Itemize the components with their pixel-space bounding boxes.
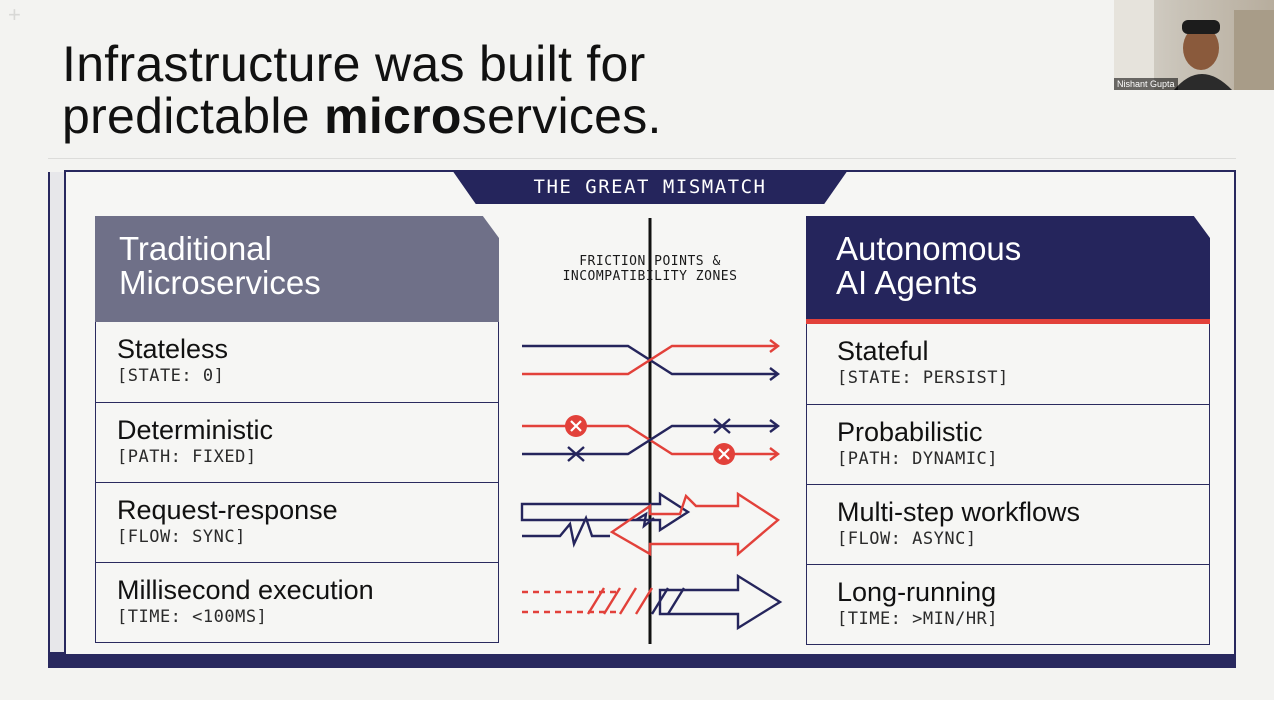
row-code: [FLOW: SYNC]: [117, 527, 246, 547]
time-arrows: [522, 573, 783, 631]
banner-label: THE GREAT MISMATCH: [533, 176, 767, 198]
row-code: [FLOW: ASYNC]: [837, 529, 977, 549]
ai-agents-heading-line2: AI Agents: [836, 264, 978, 301]
ai-agents-row: Probabilistic [PATH: DYNAMIC]: [807, 404, 1209, 484]
row-code: [PATH: DYNAMIC]: [837, 449, 999, 469]
traditional-row: Millisecond execution [TIME: <100MS]: [96, 562, 498, 642]
ai-agents-heading-line1: Autonomous: [836, 230, 1022, 267]
slide-title-emphasis: micro: [324, 88, 462, 144]
row-title: Stateful: [837, 336, 929, 366]
friction-diagram: [520, 218, 783, 644]
ai-agents-heading: Autonomous AI Agents: [806, 216, 1210, 324]
row-code: [TIME: <100MS]: [117, 607, 268, 627]
slide-title-line1: Infrastructure was built for: [62, 36, 646, 92]
participant-name: Nishant Gupta: [1114, 78, 1178, 90]
traditional-heading: Traditional Microservices: [95, 216, 499, 322]
row-title: Millisecond execution: [117, 575, 374, 605]
participant-video[interactable]: Nishant Gupta: [1114, 0, 1274, 90]
row-title: Long-running: [837, 577, 997, 607]
ai-agents-row: Multi-step workflows [FLOW: ASYNC]: [807, 484, 1209, 564]
friction-label-line2: INCOMPATIBILITY ZONES: [562, 269, 738, 284]
participant-silhouette-icon: [1114, 0, 1274, 90]
row-code: [TIME: >MIN/HR]: [837, 609, 999, 629]
slide-title-line2-start: predictable: [62, 88, 325, 144]
cross-icon: [567, 446, 585, 462]
row-title: Probabilistic: [837, 417, 983, 447]
title-divider: [48, 158, 1236, 159]
traditional-microservices-column: Traditional Microservices Stateless [STA…: [95, 216, 499, 643]
flow-arrows: [520, 491, 781, 557]
plus-icon: +: [8, 2, 21, 27]
slide-title-line2-end: services.: [461, 88, 662, 144]
slide-footer-strip: [0, 700, 1274, 720]
mismatch-banner: THE GREAT MISMATCH: [452, 170, 848, 204]
frame-base: [48, 652, 1236, 668]
traditional-heading-line2: Microservices: [119, 264, 321, 301]
cross-icon: [713, 418, 731, 434]
row-title: Request-response: [117, 495, 338, 525]
path-arrows: [522, 415, 780, 465]
row-title: Deterministic: [117, 415, 274, 445]
slide-title: Infrastructure was built for predictable…: [62, 38, 662, 142]
row-code: [PATH: FIXED]: [117, 447, 257, 467]
frame-side: [48, 172, 64, 664]
row-code: [STATE: PERSIST]: [837, 368, 1009, 388]
traditional-rows: Stateless [STATE: 0] Deterministic [PATH…: [95, 322, 499, 643]
row-title: Stateless: [117, 334, 229, 364]
row-title: Multi-step workflows: [837, 497, 1081, 527]
row-code: [STATE: 0]: [117, 366, 225, 386]
ai-agents-row: Stateful [STATE: PERSIST]: [807, 324, 1209, 404]
traditional-row: Deterministic [PATH: FIXED]: [96, 402, 498, 482]
traditional-row: Stateless [STATE: 0]: [96, 322, 498, 402]
ai-agents-rows: Stateful [STATE: PERSIST] Probabilistic …: [806, 324, 1210, 645]
traditional-heading-line1: Traditional: [119, 230, 272, 267]
traditional-row: Request-response [FLOW: SYNC]: [96, 482, 498, 562]
ai-agents-column: Autonomous AI Agents Stateful [STATE: PE…: [806, 216, 1210, 645]
presentation-slide: + Infrastructure was built for predictab…: [8, 2, 1236, 668]
friction-label-line1: FRICTION POINTS &: [579, 254, 721, 269]
friction-label: FRICTION POINTS & INCOMPATIBILITY ZONES: [520, 254, 780, 284]
stateless-vs-stateful-arrows: [522, 339, 780, 381]
ai-agents-row: Long-running [TIME: >MIN/HR]: [807, 564, 1209, 644]
